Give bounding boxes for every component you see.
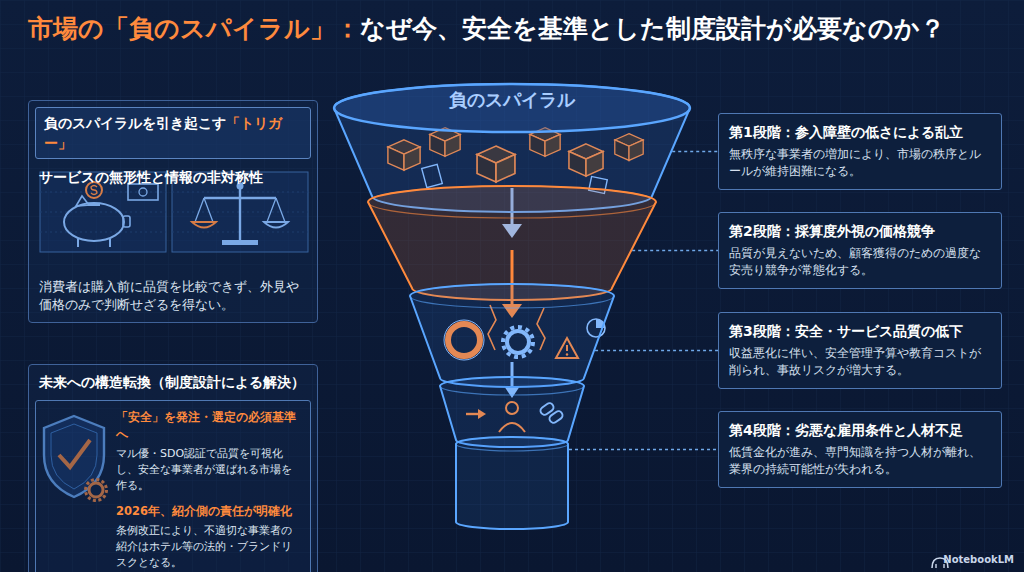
stage-body: 無秩序な事業者の増加により、市場の秩序とルールが維持困難になる。 bbox=[729, 146, 991, 180]
spiral-funnel: 負のスパイラル bbox=[330, 78, 694, 530]
stage-box: 第1段階：参入障壁の低さによる乱立無秩序な事業者の増加により、市場の秩序とルール… bbox=[718, 113, 1002, 190]
dotted-connector bbox=[595, 350, 718, 351]
subheading: サービスの無形性と情報の非対称性 bbox=[35, 167, 311, 187]
funnel-rim bbox=[368, 186, 656, 218]
panel-heading: 負のスパイラルを引き起こす「トリガー」 bbox=[44, 113, 302, 153]
panel-heading-part: 負のスパイラルを引き起こす bbox=[44, 115, 226, 131]
funnel-rim bbox=[440, 377, 584, 395]
title-part: 市場の「負のスパイラル」： bbox=[28, 14, 360, 43]
stage-box: 第2段階：採算度外視の価格競争品質が見えないため、顧客獲得のための過度な安売り競… bbox=[718, 212, 1002, 289]
stage-box: 第4段階：劣悪な雇用条件と人材不足低賃金化が進み、専門知識を持つ人材が離れ、業界… bbox=[718, 411, 1002, 488]
stage-heading: 第2段階：採算度外視の価格競争 bbox=[729, 221, 991, 241]
funnel-outline bbox=[330, 78, 694, 530]
solution-body: マル優・SDO認証で品質を可視化し、安全な事業者が選ばれる市場を作る。 bbox=[116, 446, 302, 494]
dotted-connector bbox=[672, 151, 718, 152]
dotted-connector bbox=[632, 250, 718, 251]
stage-box: 第3段階：安全・サービス品質の低下収益悪化に伴い、安全管理予算や教育コストが削ら… bbox=[718, 312, 1002, 389]
stage-heading: 第4段階：劣悪な雇用条件と人材不足 bbox=[729, 420, 991, 440]
trigger-heading-box: 負のスパイラルを引き起こす「トリガー」 bbox=[35, 107, 311, 159]
panel-heading: 未来への構造転換（制度設計による解決） bbox=[35, 372, 311, 392]
stage-heading: 第1段階：参入障壁の低さによる乱立 bbox=[729, 122, 991, 142]
solution-heading: 「安全」を発注・選定の必須基準へ bbox=[116, 409, 302, 443]
stage-heading: 第3段階：安全・サービス品質の低下 bbox=[729, 321, 991, 341]
stage-body: 品質が見えないため、顧客獲得のための過度な安売り競争が常態化する。 bbox=[729, 245, 991, 279]
funnel-rim bbox=[456, 437, 568, 451]
solution-heading: 2026年、紹介側の責任が明確化 bbox=[116, 503, 302, 520]
funnel-label: 負のスパイラル bbox=[330, 88, 694, 112]
funnel-tier bbox=[410, 284, 614, 387]
dotted-connector bbox=[569, 449, 718, 450]
trigger-panel: 負のスパイラルを引き起こす「トリガー」サービスの無形性と情報の非対称性消費者は購… bbox=[28, 100, 318, 323]
solution-box: 「安全」を発注・選定の必須基準へマル優・SDO認証で品質を可視化し、安全な事業者… bbox=[35, 400, 311, 572]
watermark-icon bbox=[935, 564, 936, 568]
body-text: 消費者は購入前に品質を比較できず、外見や価格のみで判断せざるを得ない。 bbox=[35, 278, 311, 314]
stage-body: 収益悪化に伴い、安全管理予算や教育コストが削られ、事故リスクが増大する。 bbox=[729, 345, 991, 379]
stage-body: 低賃金化が進み、専門知識を持つ人材が離れ、業界の持続可能性が失われる。 bbox=[729, 444, 991, 478]
solution-panel: 未来への構造転換（制度設計による解決） 「安全」を発注・選定の必須基準へマル優・S… bbox=[28, 364, 318, 572]
funnel-tier bbox=[456, 437, 568, 529]
solution-body: 条例改正により、不適切な事業者の紹介はホテル等の法的・ブランドリスクとなる。 bbox=[116, 523, 302, 571]
title-part: なぜ今、安全を基準とした制度設計が必要なのか？ bbox=[360, 14, 945, 43]
watermark: NotebookLM bbox=[943, 553, 1014, 567]
diagram-title: 市場の「負のスパイラル」：なぜ今、安全を基準とした制度設計が必要なのか？ bbox=[28, 12, 1008, 46]
funnel-tier bbox=[368, 186, 656, 300]
funnel-rim bbox=[410, 284, 614, 308]
